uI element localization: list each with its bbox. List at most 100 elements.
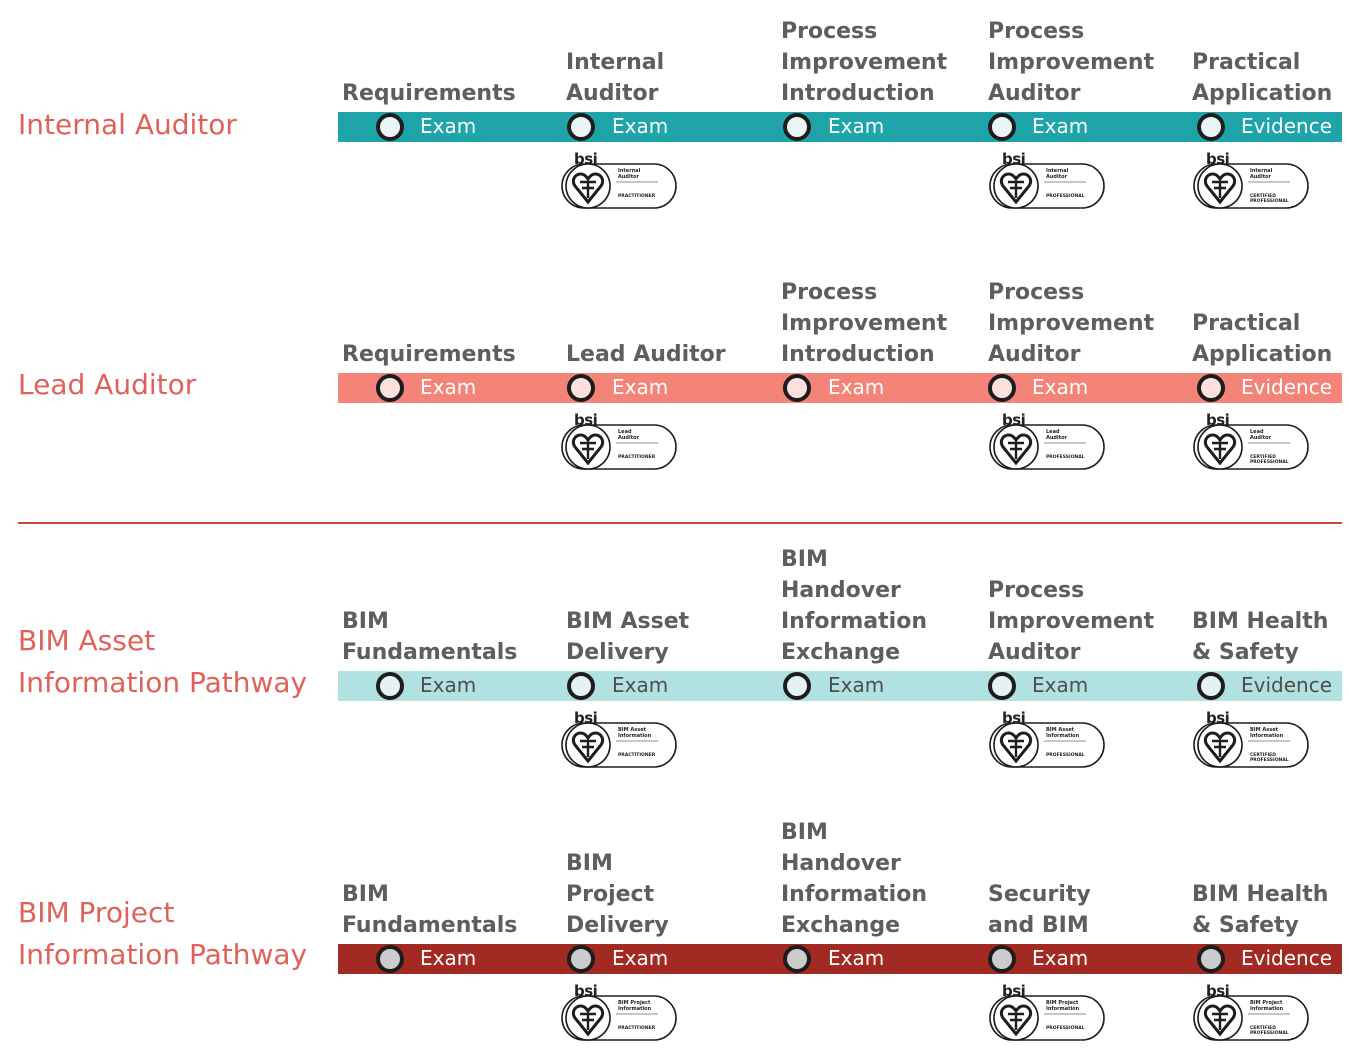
step-node-center [575,680,587,692]
bsi-logo-text: bsi [1002,150,1026,168]
step-node-center [996,680,1008,692]
bsi-kitemark-icon [561,995,677,1041]
step-assessment-label: Exam [1032,114,1089,138]
step-title: BIM Handover Information Exchange [781,547,927,665]
step-node-icon[interactable] [783,374,811,402]
step-node-icon[interactable] [567,113,595,141]
step-title: BIM Project Delivery [566,851,669,938]
bsi-kitemark-icon [989,424,1105,470]
step-node-icon[interactable] [567,374,595,402]
badge-level: PROFESSIONAL [1046,194,1085,199]
step-assessment-label: Exam [420,375,477,399]
step-assessment-label: Exam [828,946,885,970]
step-node-center [384,121,396,133]
step-title: Security and BIM [988,882,1091,938]
step-node-center [791,382,803,394]
step-node-center [791,680,803,692]
step-title: Process Improvement Introduction [781,280,948,367]
step-node-center [791,121,803,133]
step-node-icon[interactable] [567,945,595,973]
step-title: Lead Auditor [566,342,726,367]
step-title: Process Improvement Introduction [781,19,948,106]
step-node-icon[interactable] [567,672,595,700]
step-node-icon[interactable] [783,672,811,700]
step-title: Process Improvement Auditor [988,280,1155,367]
bsi-logo-text: bsi [574,982,598,1000]
step-assessment-label: Exam [420,946,477,970]
step-assessment-label: Evidence [1241,946,1333,970]
pathway-timeline-bar [338,944,1342,974]
pathway-step: BIM Asset Delivery [566,0,771,668]
bsi-logo-text: bsi [1002,709,1026,727]
pathway-step: Process Improvement Auditor [988,0,1193,109]
step-node-icon[interactable] [1197,945,1225,973]
pathway-timeline-bar [338,373,1342,403]
badge-certificate-name: Lead Auditor [618,429,640,441]
badge-certificate-name: BIM Project Information [1046,1000,1080,1012]
step-node-center [996,121,1008,133]
badge-certificate-name: Internal Auditor [618,168,641,180]
step-node-icon[interactable] [988,113,1016,141]
bsi-kitemark-icon [989,995,1105,1041]
step-node-icon[interactable] [1197,672,1225,700]
step-node-center [996,382,1008,394]
badge-level: CERTIFIED PROFESSIONAL [1250,194,1289,204]
step-assessment-label: Exam [1032,375,1089,399]
step-title: BIM Fundamentals [342,882,518,938]
step-assessment-label: Exam [828,375,885,399]
pathway-timeline-bar [338,112,1342,142]
step-node-center [384,382,396,394]
badge-level: PRACTITIONER [618,455,656,460]
step-title: Practical Application [1192,311,1333,367]
pathway-step: BIM Handover Information Exchange [781,0,986,668]
pathway-step: Requirements [342,0,547,370]
badge-level: CERTIFIED PROFESSIONAL [1250,753,1289,763]
step-node-icon[interactable] [376,672,404,700]
pathway-step: Security and BIM [988,0,1193,941]
pathway-step: Internal Auditor [566,0,771,109]
step-node-icon[interactable] [1197,113,1225,141]
badge-level: PRACTITIONER [618,753,656,758]
bsi-logo-text: bsi [574,709,598,727]
step-node-icon[interactable] [376,945,404,973]
pathway-step: Requirements [342,0,547,109]
step-title: Process Improvement Auditor [988,19,1155,106]
step-node-center [791,953,803,965]
bsi-logo-text: bsi [1206,709,1230,727]
pathway-step: Process Improvement Introduction [781,0,986,109]
step-node-icon[interactable] [376,374,404,402]
badge-certificate-name: Lead Auditor [1046,429,1068,441]
step-node-center [996,953,1008,965]
step-node-icon[interactable] [376,113,404,141]
bsi-logo-text: bsi [1002,982,1026,1000]
step-node-icon[interactable] [783,113,811,141]
step-node-icon[interactable] [1197,374,1225,402]
bsi-logo-text: bsi [1206,411,1230,429]
pathway-title: BIM Asset Information Pathway [18,624,308,699]
step-node-icon[interactable] [988,945,1016,973]
pathway-title: Internal Auditor [18,108,237,141]
pathway-step: BIM Health & Safety [1192,0,1349,941]
step-title: BIM Handover Information Exchange [781,820,927,938]
section-divider [18,522,1342,524]
badge-level: CERTIFIED PROFESSIONAL [1250,1026,1289,1036]
bsi-logo-text: bsi [574,411,598,429]
badge-certificate-name: Internal Auditor [1250,168,1273,180]
pathway-timeline-bar [338,671,1342,701]
pathway-title: BIM Project Information Pathway [18,896,308,971]
bsi-kitemark-icon [1193,424,1309,470]
bsi-kitemark-icon [989,722,1105,768]
pathway-step: Process Improvement Auditor [988,0,1193,668]
step-node-icon[interactable] [988,374,1016,402]
step-node-icon[interactable] [783,945,811,973]
step-node-icon[interactable] [988,672,1016,700]
step-title: Practical Application [1192,50,1333,106]
